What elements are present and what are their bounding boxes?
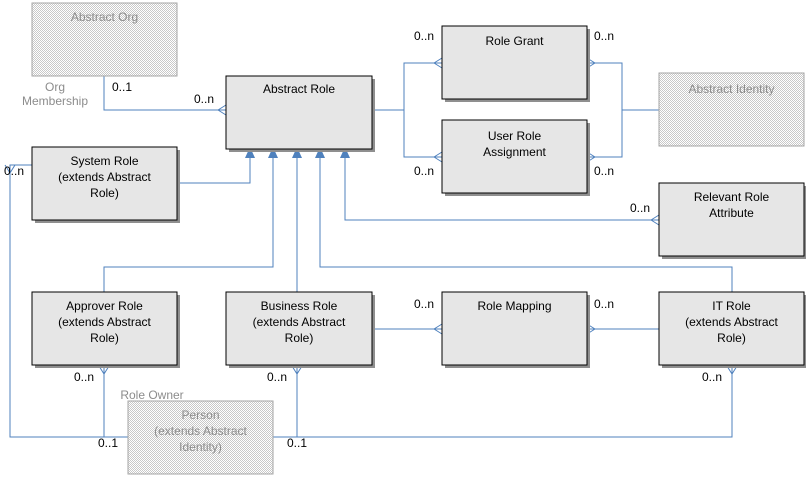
arrowhead-it-role — [315, 147, 325, 158]
mult-mapping-business-end: 0..n — [414, 297, 434, 311]
entity-role-mapping: Role Mapping — [441, 291, 590, 368]
entity-box — [441, 291, 588, 366]
entity-abstract-role: Abstract Role — [225, 75, 375, 152]
mult-role-grant-identity-end: 0..n — [594, 29, 614, 43]
edge-role-to-grant-and-assignment — [372, 62, 442, 158]
entity-label-line: Relevant Role — [694, 190, 770, 204]
arrowhead-approver-role — [268, 147, 278, 158]
entity-label-line: Role Mapping — [477, 299, 551, 313]
entity-box — [31, 2, 178, 77]
entity-box — [225, 291, 373, 366]
mult-relevant-attribute-end: 0..n — [630, 201, 650, 215]
crowfoot-role-grant-left — [433, 57, 443, 69]
mult-person-right-end: 0..1 — [287, 436, 307, 450]
entity-label-line: IT Role — [712, 299, 751, 313]
entity-box — [31, 146, 178, 221]
generalization-arrowheads — [245, 147, 350, 158]
entity-label-line: Approver Role — [66, 299, 143, 313]
mult-org-membership-role-end: 0..n — [194, 92, 214, 106]
association-label-role-owner: Role Owner — [120, 388, 183, 402]
entity-abstract-identity: Abstract Identity — [658, 72, 805, 147]
crowfoot-role-mapping-left — [433, 323, 443, 335]
entity-box — [658, 182, 805, 257]
entity-label-line: Role) — [90, 331, 119, 345]
entity-label-line: Role) — [90, 186, 119, 200]
association-label-org-membership-line2: Membership — [22, 94, 88, 108]
entity-abstract-org: Abstract Org — [31, 2, 178, 77]
entity-box — [441, 25, 588, 100]
arrowhead-system-role — [245, 147, 255, 158]
mult-role-grant-role-end: 0..n — [414, 29, 434, 43]
edge-system-role-generalization — [177, 153, 251, 184]
edge-relevant-attribute-generalization — [344, 153, 659, 221]
edge-it-owner — [273, 366, 733, 438]
arrowhead-relevant-attribute — [340, 147, 350, 158]
entity-label-line: Abstract Org — [71, 10, 138, 24]
entity-label-line: (extends Abstract — [253, 315, 346, 329]
entity-label-line: System Role — [70, 154, 138, 168]
entity-label-line: Identity) — [179, 440, 222, 454]
entity-label-line: Role) — [285, 331, 314, 345]
entity-role-grant: Role Grant — [441, 25, 590, 102]
entity-label-line: Role) — [717, 331, 746, 345]
entity-box — [441, 119, 588, 194]
entity-label-line: User Role — [488, 129, 542, 143]
entity-label-line: Abstract Role — [263, 82, 335, 96]
entity-box — [127, 400, 274, 475]
crowfoot-system-role-owner — [4, 164, 16, 174]
entity-box — [225, 75, 373, 150]
crowfoot-relevant-attribute — [650, 214, 660, 226]
edge-grant-and-assignment-to-identity — [587, 62, 659, 158]
mult-org-membership-org-end: 0..1 — [112, 80, 132, 94]
mult-person-left-end: 0..1 — [98, 436, 118, 450]
entity-label-line: (extends Abstract — [58, 170, 151, 184]
mult-approver-owner-end: 0..n — [74, 370, 94, 384]
entity-box — [658, 72, 805, 147]
entity-label-line: Business Role — [261, 299, 338, 313]
entity-box — [31, 291, 178, 366]
multiplicity-labels: 0..1 0..n 0..n 0..n 0..n 0..n 0..n 0..n … — [4, 29, 722, 450]
edge-it-role-generalization — [319, 153, 733, 292]
entity-label-line: (extends Abstract — [154, 424, 247, 438]
entity-label-line: Abstract Identity — [688, 82, 774, 96]
entity-label-line: (extends Abstract — [58, 315, 151, 329]
entity-box — [658, 291, 805, 366]
mult-it-owner-end: 0..n — [702, 370, 722, 384]
edge-system-role-owner — [9, 164, 128, 438]
crowfoot-abstract-role-org — [217, 104, 227, 116]
arrowhead-business-role — [292, 147, 302, 158]
mult-assignment-role-end: 0..n — [414, 164, 434, 178]
mult-system-role-end: 0..n — [4, 164, 24, 178]
entity-label-line: Assignment — [483, 145, 546, 159]
association-labels: Org Membership Role Owner — [22, 80, 184, 402]
mult-mapping-it-end: 0..n — [594, 297, 614, 311]
entity-label-line: Role Grant — [485, 34, 544, 48]
entity-label-line: Person — [181, 408, 219, 422]
crowfoot-assignment-left — [433, 151, 443, 163]
connectors — [9, 62, 733, 438]
entity-label-line: Attribute — [709, 206, 754, 220]
mult-assignment-identity-end: 0..n — [594, 164, 614, 178]
association-label-org-membership-line1: Org — [45, 80, 65, 94]
mult-business-owner-end: 0..n — [267, 370, 287, 384]
edge-org-membership — [103, 76, 226, 111]
entity-label-line: (extends Abstract — [685, 315, 778, 329]
edge-approver-role-generalization — [103, 153, 274, 292]
